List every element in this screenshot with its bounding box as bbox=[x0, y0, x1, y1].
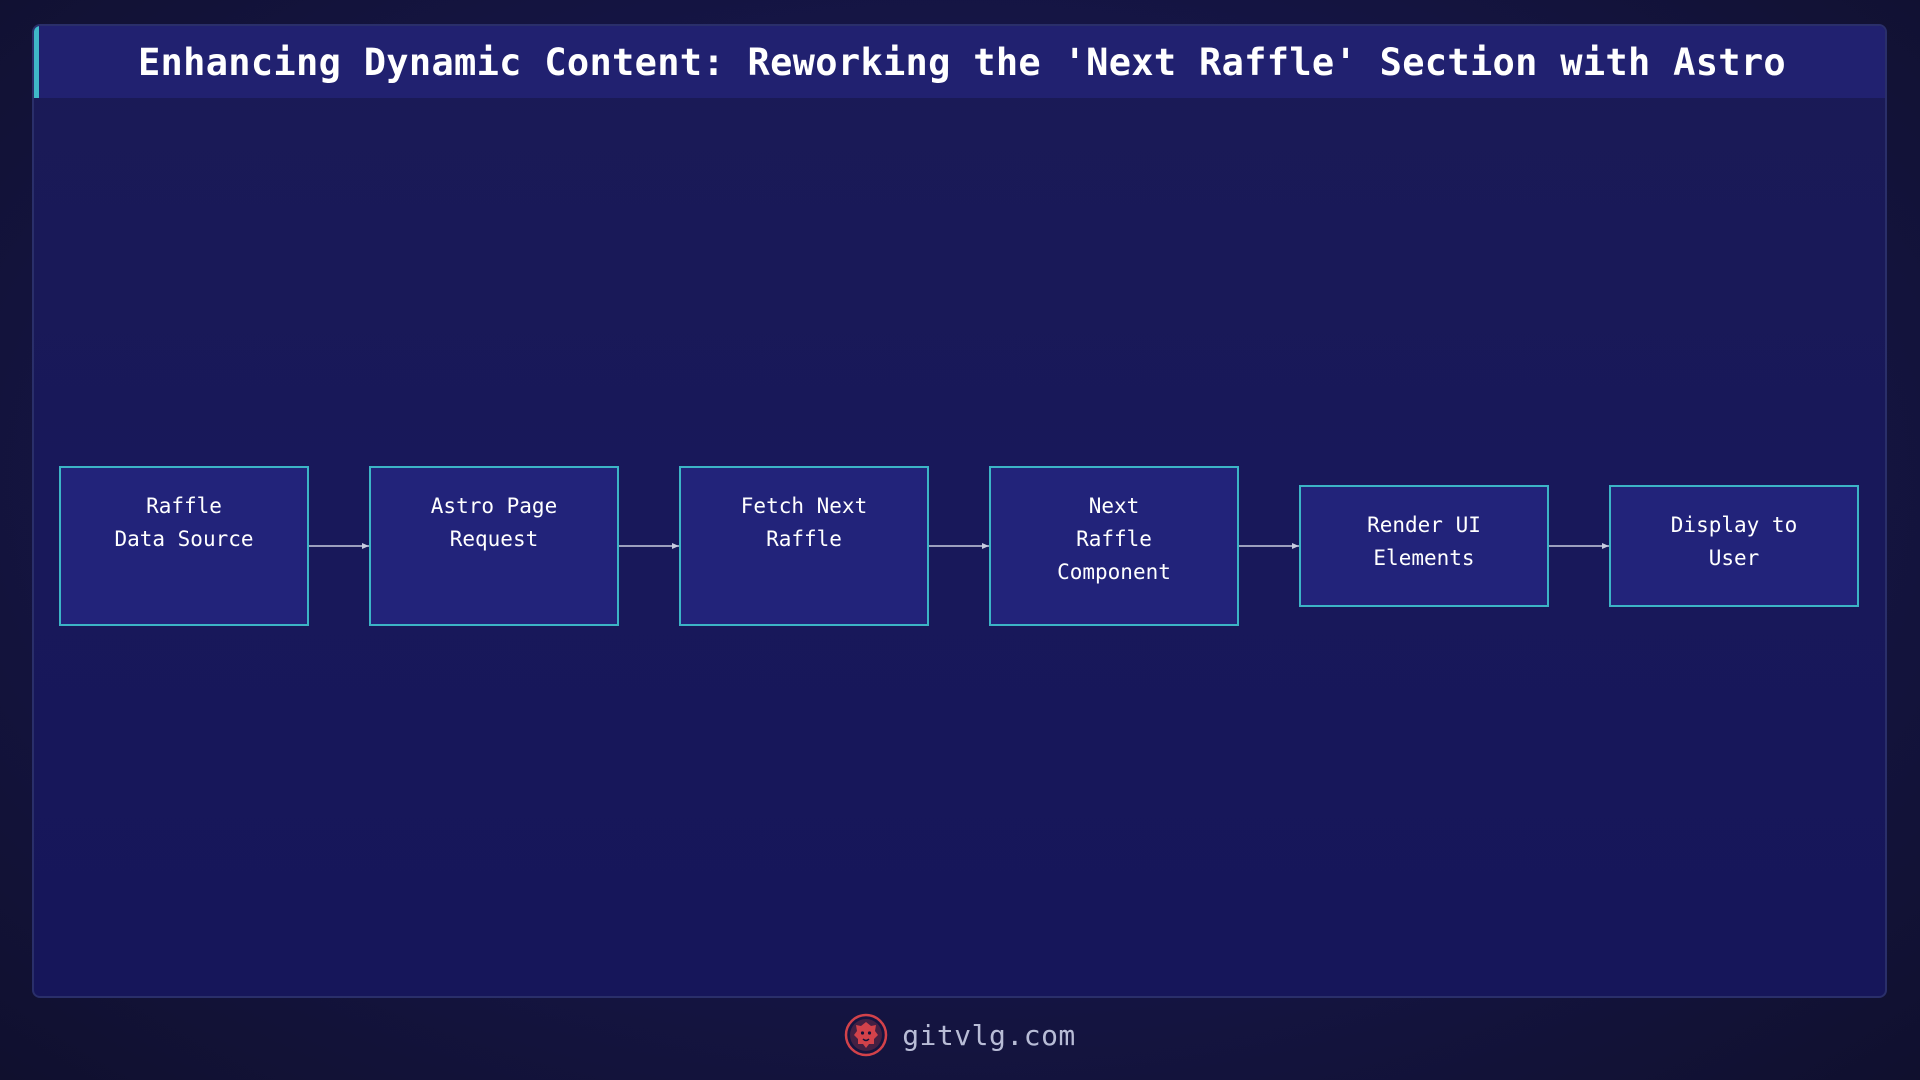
node-label: Astro Page Request bbox=[430, 494, 558, 551]
node-label: Display to User bbox=[1670, 513, 1798, 570]
diagram-frame: Enhancing Dynamic Content: Reworking the… bbox=[32, 24, 1887, 998]
lion-head-icon bbox=[844, 1013, 888, 1057]
node-next-raffle-component: Next Raffle Component bbox=[989, 466, 1239, 626]
node-display-to-user: Display to User bbox=[1609, 485, 1859, 607]
node-raffle-data-source: Raffle Data Source bbox=[59, 466, 309, 626]
node-label: Fetch Next Raffle bbox=[740, 494, 868, 551]
title-bar: Enhancing Dynamic Content: Reworking the… bbox=[34, 26, 1885, 98]
site-url: gitvlg.com bbox=[902, 1018, 1076, 1052]
node-fetch-next-raffle: Fetch Next Raffle bbox=[679, 466, 929, 626]
node-astro-page-request: Astro Page Request bbox=[369, 466, 619, 626]
node-render-ui-elements: Render UI Elements bbox=[1299, 485, 1549, 607]
footer: gitvlg.com bbox=[0, 1012, 1920, 1058]
page-title: Enhancing Dynamic Content: Reworking the… bbox=[137, 40, 1787, 84]
node-label: Next Raffle Component bbox=[1057, 494, 1171, 584]
node-label: Render UI Elements bbox=[1367, 513, 1481, 570]
node-label: Raffle Data Source bbox=[114, 494, 254, 551]
